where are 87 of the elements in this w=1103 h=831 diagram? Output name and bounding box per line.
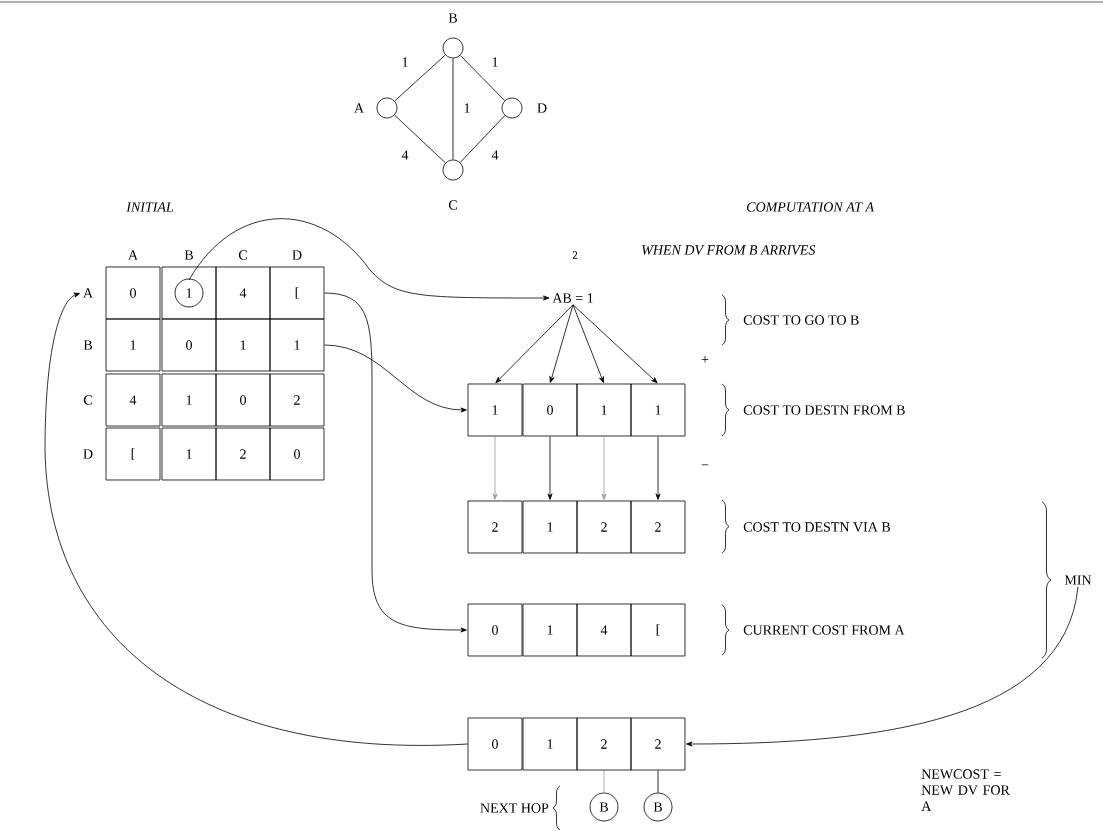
arrow: [572, 304, 658, 384]
column-header: A: [128, 250, 138, 260]
text-label: MIN: [1064, 575, 1092, 585]
table-cell: 1: [161, 266, 217, 320]
connector-line: [452, 58, 454, 160]
column-header: C: [238, 250, 247, 260]
table-cell: [: [105, 427, 161, 481]
table-cell: 2: [576, 717, 632, 771]
table-cell: 0: [467, 717, 523, 771]
arrow: [188, 218, 550, 301]
table-cell: 0: [215, 373, 271, 427]
edge-label: 4: [400, 149, 410, 161]
table-cell: 1: [161, 427, 217, 481]
table-cell: 0: [161, 318, 217, 372]
table-cell: 1: [522, 500, 578, 554]
edge-label: 1: [490, 56, 500, 68]
table-cell: 2: [630, 500, 686, 554]
table-cell: 2: [269, 373, 325, 427]
row-header: B: [83, 340, 92, 350]
table-cell: 1: [522, 603, 578, 657]
table-cell: 0: [522, 383, 578, 437]
connector-line: [603, 770, 605, 793]
column-header: D: [292, 250, 302, 260]
graph-node-circle: [442, 159, 464, 181]
arrow: [686, 586, 1079, 747]
table-cell: 1: [161, 373, 217, 427]
table-cell: 2: [576, 500, 632, 554]
table-cell: 1: [576, 383, 632, 437]
arrow: [572, 304, 604, 383]
connector-line: [394, 54, 446, 102]
brace-label: NEXT HOP: [480, 803, 549, 813]
connector-line: [394, 114, 446, 164]
row-header: C: [83, 395, 92, 405]
arrow: [547, 436, 553, 500]
operator-sign: +: [701, 356, 709, 363]
graph-node-circle: [442, 37, 464, 59]
arrow: [324, 292, 467, 633]
text-label: AB = 1: [552, 293, 593, 303]
operator-sign: −: [701, 464, 709, 466]
edge-label: 1: [400, 56, 410, 68]
table-cell: 2: [630, 717, 686, 771]
table-cell: 1: [215, 318, 271, 372]
brace-label: COST TO DESTN VIA B: [743, 522, 891, 532]
table-cell: 4: [105, 373, 161, 427]
heading: COMPUTATION AT A: [747, 202, 875, 212]
arrow: [324, 344, 467, 413]
arrow: [495, 304, 574, 384]
column-header: B: [184, 250, 193, 260]
table-cell: 4: [215, 266, 271, 320]
edge-label: 1: [462, 102, 472, 114]
edge-label: 4: [490, 149, 500, 161]
table-cell: 2: [215, 427, 271, 481]
text-label: A: [83, 288, 93, 298]
heading: WHEN DV FROM B ARRIVES: [642, 245, 816, 255]
brace-label: COST TO GO TO B: [743, 315, 859, 325]
table-cell: 0: [467, 603, 523, 657]
brace-label: COST TO DESTN FROM B: [743, 405, 905, 415]
table-cell: 4: [576, 603, 632, 657]
table-cell: 0: [105, 266, 161, 320]
table-cell: 1: [630, 383, 686, 437]
note-text: NEWCOST = NEW DV FOR A: [921, 769, 1010, 811]
table-cell: 1: [467, 383, 523, 437]
table-cell: 1: [105, 318, 161, 372]
graph-node-circle: [501, 97, 523, 119]
node-letter: A: [354, 103, 364, 113]
arrow: [492, 436, 498, 500]
table-cell: 2: [467, 500, 523, 554]
node-letter: B: [448, 13, 457, 23]
arrow: [549, 304, 574, 383]
heading: INITIAL: [126, 202, 174, 212]
table-cell: [: [269, 266, 325, 320]
table-cell: 1: [269, 318, 325, 372]
table-cell: [: [630, 603, 686, 657]
brace-label: CURRENT COST FROM A: [743, 625, 905, 635]
table-cell: 0: [269, 427, 325, 481]
connector-line: [459, 115, 506, 163]
connector-line: [657, 770, 659, 793]
arrow: [44, 292, 468, 746]
table-cell: 1: [522, 717, 578, 771]
node-letter: D: [537, 103, 547, 113]
node-letter: C: [448, 200, 457, 210]
connector-line: [459, 55, 506, 101]
arrow: [655, 436, 661, 500]
footnote-number: 2: [572, 251, 578, 259]
row-header: D: [83, 449, 93, 459]
arrow: [601, 436, 607, 500]
graph-node-circle: [376, 97, 398, 119]
